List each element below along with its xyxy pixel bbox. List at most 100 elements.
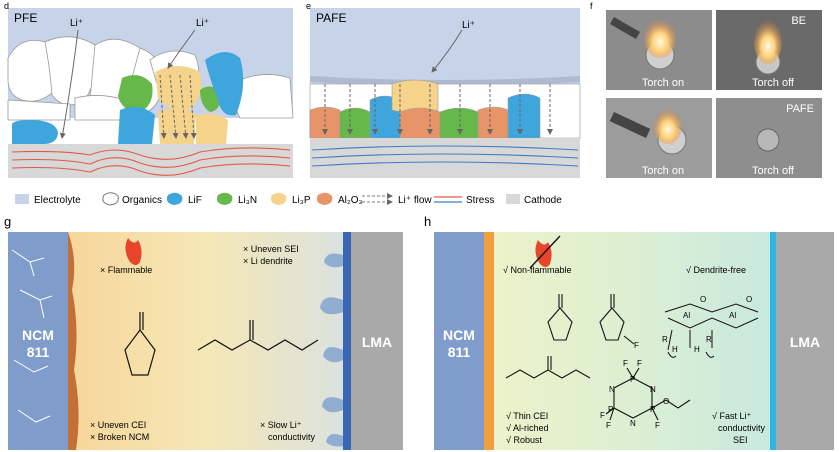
atom-label: N <box>650 385 656 394</box>
li-dendrites <box>320 253 343 447</box>
panel-letter-e: e <box>306 1 311 11</box>
legend-swatch-li-flow <box>362 193 393 205</box>
photo-caption: Torch on <box>642 165 684 177</box>
conductivity-note: SEI <box>733 435 748 445</box>
legend-label: Electrolyte <box>34 195 81 206</box>
diethyl-carbonate-molecule <box>197 320 319 351</box>
cei-note: × Broken NCM <box>90 432 149 442</box>
cei-note: × Uneven CEI <box>90 420 146 430</box>
ethylene-carbonate-molecule <box>547 294 573 341</box>
photo-tag: PAFE <box>786 103 814 115</box>
flame-icon <box>125 238 142 265</box>
atom-label: F <box>637 359 642 368</box>
sei-layer <box>343 232 351 450</box>
atom-label: H <box>672 345 678 354</box>
atom-label: N <box>630 419 636 428</box>
legend-swatch-li3p <box>270 192 287 205</box>
legend-label: Li⁺ flow <box>398 195 432 206</box>
atom-label: F <box>634 341 639 350</box>
cathode-layer <box>8 144 293 178</box>
atom-label: P <box>630 375 635 384</box>
legend-swatch-li3n <box>216 192 233 205</box>
legend-label: Stress <box>466 195 494 206</box>
fluoroethylene-carbonate-molecule <box>599 294 635 345</box>
non-flammable-note: √ Non-flammable <box>503 265 571 275</box>
cathode-label: 811 <box>448 344 471 360</box>
conductivity-note: √ Fast Li⁺ <box>712 411 751 421</box>
panel-f-photos <box>606 10 822 178</box>
li3p-particle <box>196 113 228 144</box>
legend-label: Li₃P <box>292 195 311 206</box>
al-oxide-network <box>664 303 759 358</box>
panel-h <box>434 232 834 450</box>
cei-note: √ Al-riched <box>506 423 548 433</box>
legend-swatch-stress <box>434 196 462 203</box>
electrolyte-region <box>434 232 834 450</box>
lif-particle <box>118 106 155 144</box>
legend-swatch-cathode <box>506 194 520 204</box>
photo-caption: Torch on <box>642 77 684 89</box>
li-flow-arrows <box>322 84 553 135</box>
cei-note: √ Thin CEI <box>506 411 548 421</box>
panel-g <box>8 232 403 450</box>
panel-letter-h: h <box>424 214 431 229</box>
legend-label: Li₃N <box>238 195 257 206</box>
legend-label: Cathode <box>524 195 562 206</box>
atom-label: P <box>608 405 613 414</box>
photo-caption: Torch off <box>752 77 795 89</box>
crossed-flame-icon <box>529 235 561 269</box>
thin-cei-layer <box>484 232 494 450</box>
li-ion-label: Li⁺ <box>462 20 475 31</box>
lif-particle <box>205 51 244 116</box>
panel-d <box>7 8 294 178</box>
li3n-particle <box>118 75 153 112</box>
photo-caption: Torch off <box>752 165 795 177</box>
atom-label: N <box>609 385 615 394</box>
cei-note: √ Robust <box>506 435 542 445</box>
panel-e-title: PAFE <box>316 11 346 25</box>
atom-label: O <box>700 295 706 304</box>
atom-label: Al <box>729 311 736 320</box>
atom-label: F <box>606 421 611 430</box>
anode-label: LMA <box>362 334 392 350</box>
phosphazene-molecule <box>605 367 691 421</box>
sei-layer <box>770 232 776 450</box>
flammable-note: × Flammable <box>100 265 152 275</box>
legend-swatch-organics <box>102 192 119 206</box>
photo-tag: BE <box>791 15 806 27</box>
atom-label: F <box>655 421 660 430</box>
legend-swatch-electrolyte <box>15 194 29 204</box>
li-flow-arrows <box>59 29 197 139</box>
legend-label: Organics <box>122 195 162 206</box>
diethyl-carbonate-molecule <box>505 356 591 379</box>
photo-torch-off-be <box>716 10 822 90</box>
legend-swatch-al2o3 <box>316 192 333 205</box>
cathode-layer <box>310 138 580 178</box>
stress-lines <box>11 147 291 176</box>
conductivity-note: conductivity <box>268 432 316 442</box>
atom-label: F <box>623 359 628 368</box>
ncm811-cathode <box>8 232 68 450</box>
uneven-cei-layer <box>68 232 79 450</box>
panel-e <box>309 8 581 178</box>
cathode-label: NCM <box>22 327 54 343</box>
conductivity-note: conductivity <box>718 423 766 433</box>
atom-label: Al <box>683 311 690 320</box>
cathode-label: NCM <box>443 327 475 343</box>
atom-label: R <box>706 335 712 344</box>
panel-letter-d: d <box>4 1 9 11</box>
cathode-label: 811 <box>27 344 50 360</box>
legend <box>15 192 520 206</box>
atom-label: O <box>663 397 669 406</box>
atom-label: O <box>746 295 752 304</box>
li-ion-label: Li⁺ <box>70 18 83 29</box>
sei-note: × Li dendrite <box>243 256 293 266</box>
lithium-metal-anode <box>776 232 834 450</box>
legend-swatch-lif <box>166 192 183 205</box>
lithium-metal-anode <box>351 232 403 450</box>
photo-torch-on-pafe <box>606 98 712 178</box>
atom-label: P <box>650 405 655 414</box>
li-ion-label: Li⁺ <box>196 18 209 29</box>
atom-label: R <box>662 335 668 344</box>
